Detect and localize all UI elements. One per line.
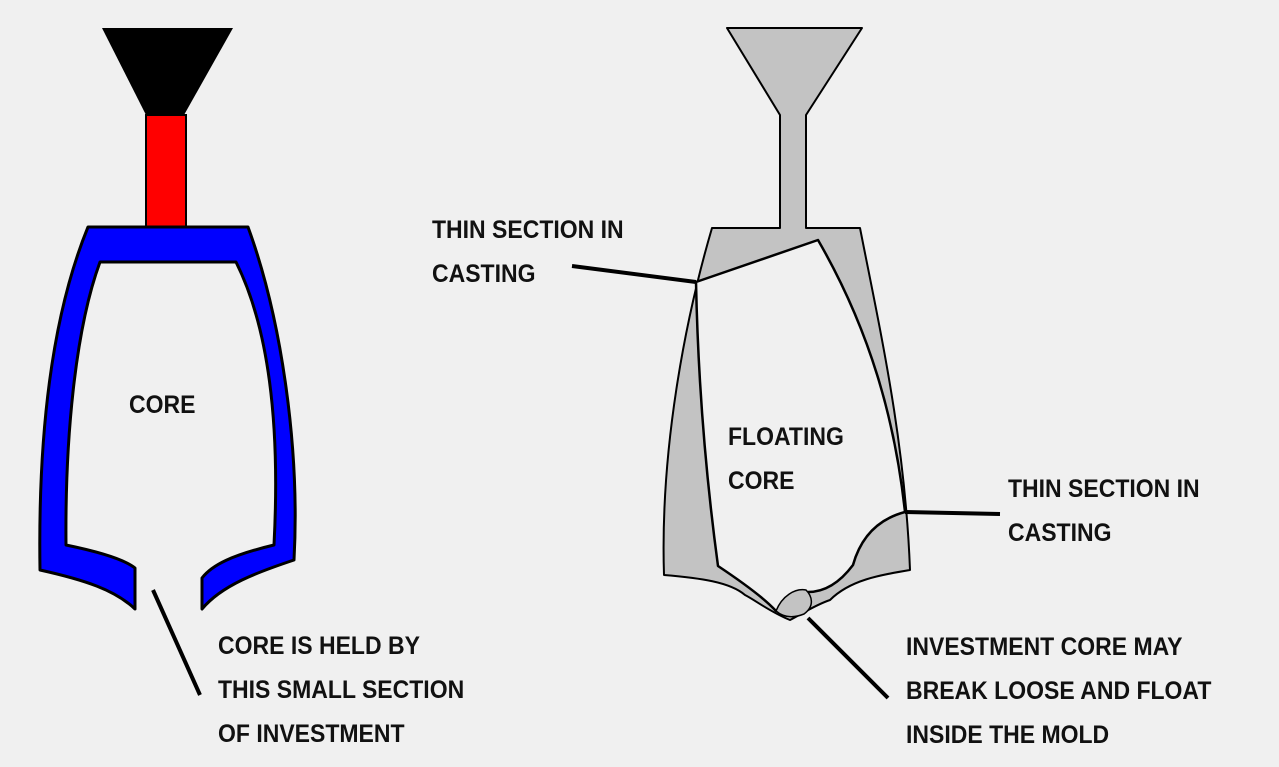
thin-section-right-line-1: THIN SECTION IN — [1008, 475, 1200, 503]
thin-section-top-label: THIN SECTION IN CASTING — [432, 208, 624, 296]
core-held-note-line-3: OF INVESTMENT — [218, 720, 405, 748]
sprue-red — [145, 114, 187, 231]
floating-core-line-1: FLOATING — [728, 423, 844, 451]
core-held-note-line-1: CORE IS HELD BY — [218, 632, 420, 660]
broken-investment-piece — [775, 588, 813, 618]
thin-section-top-leader — [571, 264, 697, 284]
pouring-funnel-black — [102, 28, 233, 115]
left-mold — [38, 28, 297, 696]
core-note-leader — [151, 589, 202, 696]
core-held-note: CORE IS HELD BY THIS SMALL SECTION OF IN… — [218, 624, 464, 756]
right-mold — [571, 27, 1001, 700]
investment-core-note-leader — [806, 616, 890, 700]
thin-section-top-line-1: THIN SECTION IN — [432, 216, 624, 244]
core-label: CORE — [129, 391, 196, 419]
investment-core-note: INVESTMENT CORE MAY BREAK LOOSE AND FLOA… — [906, 625, 1211, 757]
thin-section-right-leader — [904, 510, 1001, 516]
investment-core-note-line-1: INVESTMENT CORE MAY — [906, 633, 1183, 661]
floating-core-outline — [694, 238, 907, 613]
floating-core-label: FLOATING CORE — [728, 415, 844, 503]
thin-section-right-line-2: CASTING — [1008, 519, 1112, 547]
thin-section-right-label: THIN SECTION IN CASTING — [1008, 467, 1200, 555]
core-held-note-line-2: THIS SMALL SECTION — [218, 676, 465, 704]
thin-section-top-line-2: CASTING — [432, 260, 536, 288]
investment-shell-blue — [38, 225, 297, 611]
investment-core-note-line-3: INSIDE THE MOLD — [906, 721, 1110, 749]
floating-core-line-2: CORE — [728, 467, 795, 495]
investment-core-note-line-2: BREAK LOOSE AND FLOAT — [906, 677, 1212, 705]
